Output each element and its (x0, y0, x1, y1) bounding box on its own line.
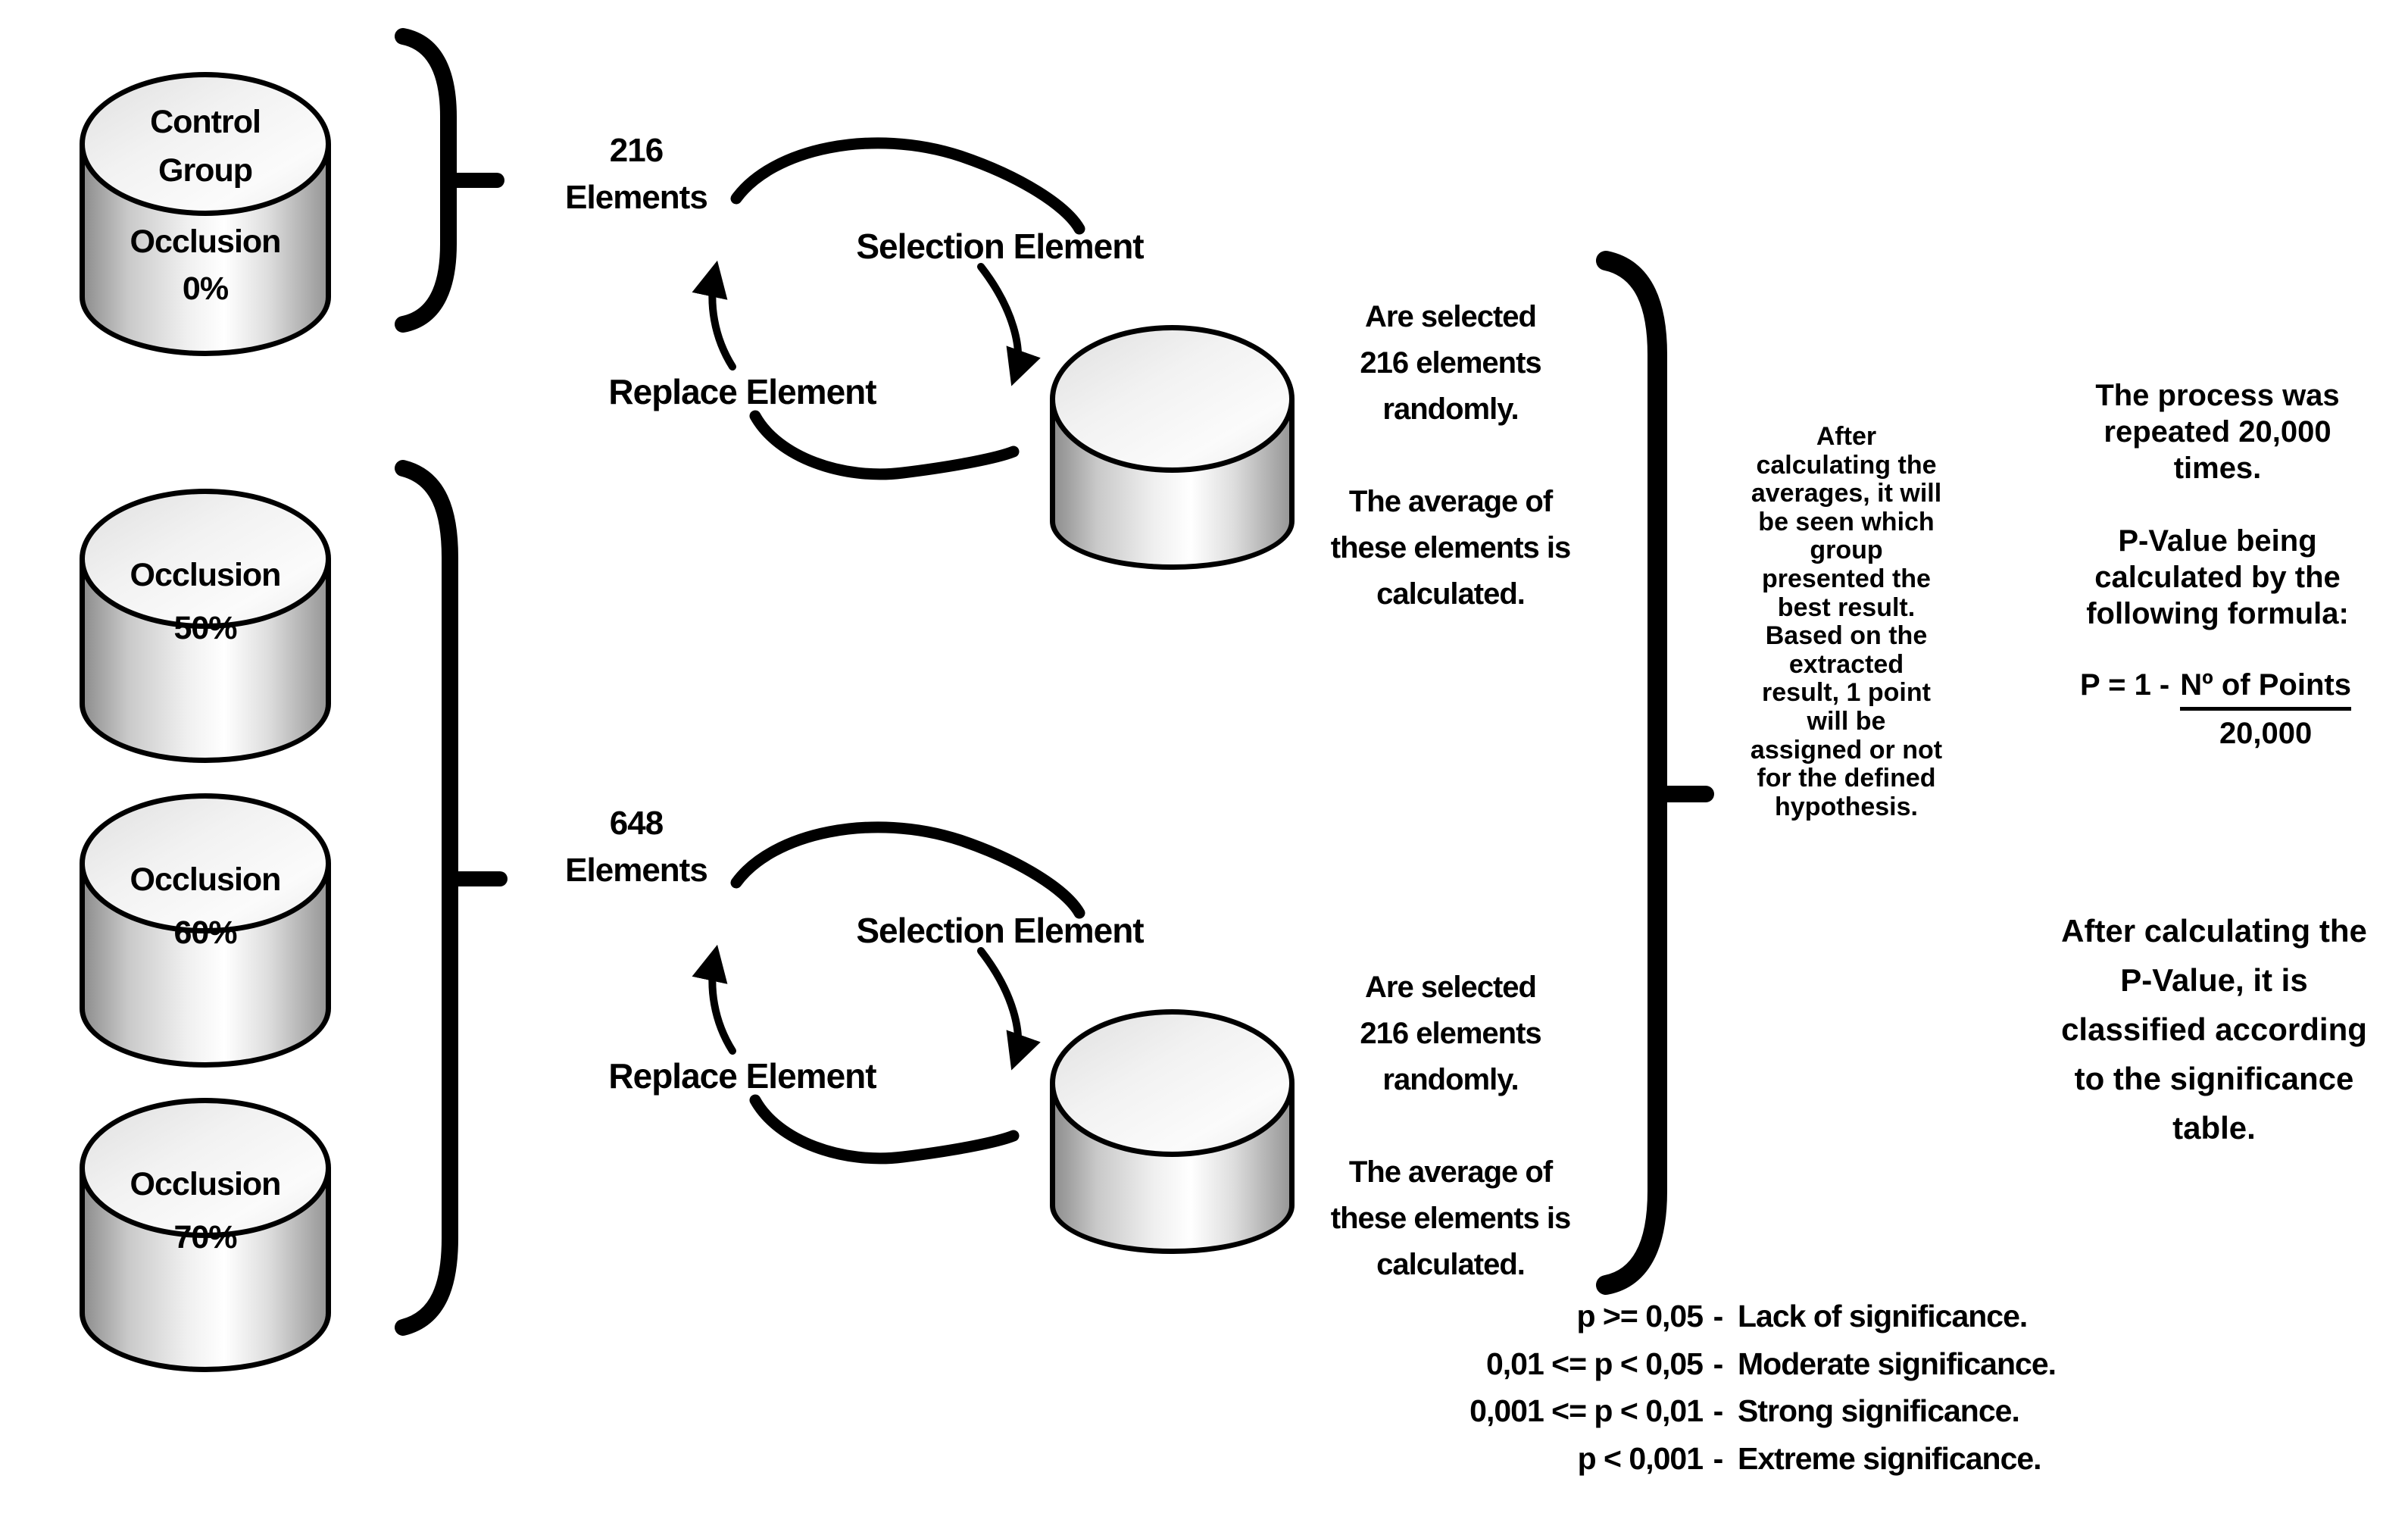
top-loop-elements-count: 216 Elements (565, 132, 708, 216)
significance-row-3-separator: - (1713, 1393, 1724, 1428)
significance-row-2-separator: - (1713, 1346, 1724, 1381)
loop-bottom (692, 821, 1085, 1165)
significance-row-1-separator: - (1713, 1299, 1724, 1333)
brace-occlusion-group (395, 460, 508, 1336)
significance-row-2-label: Moderate significance. (1738, 1346, 2057, 1381)
cylinder-control-group: Control Group Occlusion 0% (80, 72, 331, 356)
bottom-loop-elements-count: 648 Elements (565, 805, 708, 889)
significance-row-3-condition: 0,001 <= p < 0,01 (1469, 1393, 1704, 1428)
aggregation-note: After calculating the averages, it will … (1750, 422, 1943, 821)
pvalue-formula-denominator: 20,000 (2219, 717, 2313, 750)
cylinder-control-label-line3: Occlusion (130, 224, 282, 260)
cylinder-occlusion-70-line2: 70% (173, 1219, 237, 1255)
pvalue-formula-fraction: Nº of Points 20,000 (2180, 665, 2351, 753)
top-loop-selection-label: Selection Element (856, 227, 1144, 266)
cylinder-occlusion-60: Occlusion 60% (80, 793, 331, 1068)
cylinder-sample-bottom (1050, 1009, 1295, 1254)
cylinder-occlusion-50-line1: Occlusion (130, 557, 282, 593)
cylinder-occlusion-50-top-face (80, 489, 331, 629)
significance-row-4-label: Extreme significance. (1738, 1440, 2042, 1476)
cylinder-occlusion-60-line1: Occlusion (130, 861, 282, 898)
cylinder-occlusion-60-top-face (80, 793, 331, 933)
top-loop-note: Are selected 216 elements randomly. The … (1330, 300, 1572, 611)
significance-row-4-condition: p < 0,001 (1577, 1440, 1704, 1476)
cylinder-control-label-line1: Control (150, 104, 261, 140)
loop-bottom-down-arrow (977, 947, 1041, 1071)
top-loop-replace-label: Replace Element (608, 372, 876, 411)
loop-top-down-arrow (977, 263, 1041, 386)
brace-control-group (395, 28, 504, 333)
bottom-loop-selection-label: Selection Element (856, 911, 1144, 950)
significance-row-1-condition: p >= 0,05 (1576, 1299, 1704, 1333)
cylinder-occlusion-70-line1: Occlusion (130, 1166, 282, 1202)
cylinder-occlusion-50: Occlusion 50% (80, 489, 331, 763)
process-classification-note: After calculating the P-Value, it is cla… (2061, 913, 2367, 1146)
brace-occlusion-curve (395, 460, 458, 1336)
cylinder-occlusion-70: Occlusion 70% (80, 1098, 331, 1372)
loop-bottom-lower-arc (749, 1094, 1020, 1165)
significance-row-2-condition: 0,01 <= p < 0,05 (1485, 1346, 1704, 1381)
cylinder-control-group-top-face (80, 72, 331, 216)
cylinder-sample-top (1050, 325, 1295, 570)
loop-bottom-upper-arc (730, 821, 1085, 919)
pvalue-formula-prefix: P = 1 - (2080, 668, 2170, 702)
process-repetition-note: The process was repeated 20,000 times. (2095, 379, 2340, 485)
cylinder-occlusion-70-top-face (80, 1098, 331, 1238)
process-pvalue-intro: P-Value being calculated by the followin… (2086, 524, 2349, 630)
brace-aggregation-curve (1596, 251, 1667, 1295)
significance-table: p >= 0,05 - Lack of significance. 0,01 <… (1356, 1293, 2203, 1482)
loop-top-up-arrow (692, 260, 736, 370)
bottom-loop-replace-label: Replace Element (608, 1056, 876, 1096)
loop-top-lower-arc (749, 410, 1020, 480)
cylinder-control-label-line2: Group (158, 152, 253, 189)
cylinder-control-label-line4: 0% (182, 270, 229, 307)
cylinder-occlusion-50-line2: 50% (173, 610, 237, 646)
cylinder-occlusion-60-line2: 60% (173, 915, 237, 951)
cylinder-sample-bottom-face (1050, 1009, 1295, 1157)
pvalue-formula-numerator: Nº of Points (2180, 665, 2351, 711)
significance-row-4-separator: - (1713, 1440, 1724, 1476)
significance-row-3-label: Strong significance. (1738, 1393, 2020, 1428)
brace-aggregation (1596, 251, 1714, 1295)
loop-bottom-up-arrow (692, 944, 736, 1055)
significance-row-1-label: Lack of significance. (1738, 1299, 2028, 1333)
loop-top (692, 137, 1085, 480)
cylinder-sample-top-face (1050, 325, 1295, 473)
brace-control-curve (395, 28, 457, 333)
bottom-loop-note: Are selected 216 elements randomly. The … (1330, 971, 1572, 1281)
loop-top-upper-arc (730, 137, 1085, 235)
pvalue-formula: P = 1 - Nº of Points 20,000 (2041, 665, 2390, 753)
